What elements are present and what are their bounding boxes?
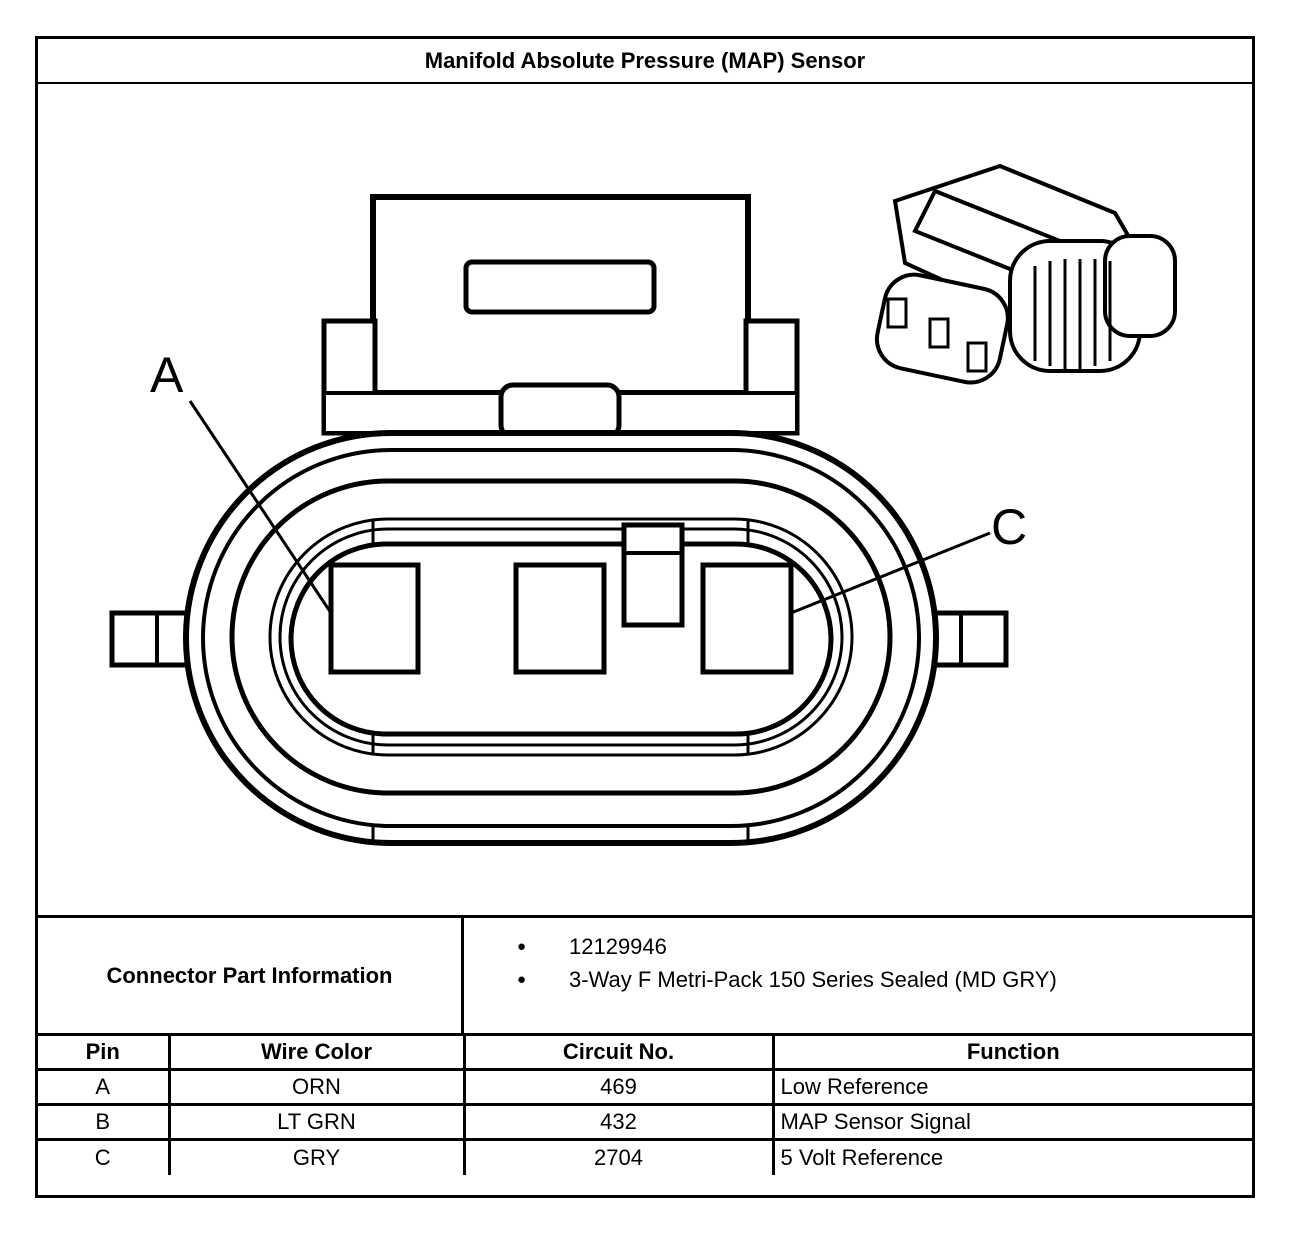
table-row: B LT GRN 432 MAP Sensor Signal	[38, 1103, 1252, 1141]
circuit-cell: 469	[462, 1068, 775, 1106]
connector-illustration	[874, 163, 1177, 385]
connector-description: 3-Way F Metri-Pack 150 Series Sealed (MD…	[464, 963, 1252, 996]
connector-part-number: 12129946	[464, 930, 1252, 963]
pin-label-c: C	[991, 499, 1027, 555]
pin-cell: C	[38, 1138, 171, 1175]
pin-cell: A	[38, 1068, 171, 1106]
leader-line-a	[188, 400, 333, 614]
circuit-cell: 2704	[462, 1138, 775, 1175]
connector-info-row: Connector Part Information 12129946 3-Wa…	[38, 915, 1252, 1033]
header-function: Function	[771, 1033, 1252, 1071]
leader-line-c	[790, 531, 991, 615]
latch-housing	[370, 194, 751, 396]
function-cell: 5 Volt Reference	[771, 1138, 1252, 1175]
pin-cavity-b	[513, 562, 607, 675]
pin-cell: B	[38, 1103, 171, 1141]
wire-color-cell: LT GRN	[167, 1103, 466, 1141]
wire-color-cell: ORN	[167, 1068, 466, 1106]
pin-cavity-a	[328, 562, 421, 675]
pin-label-a: A	[150, 347, 184, 403]
header-pin: Pin	[38, 1033, 171, 1071]
pin-cavity-c	[700, 562, 794, 675]
connector-info-label: Connector Part Information	[38, 918, 464, 1033]
connector-diagram: A C	[109, 163, 1177, 846]
table-row: C GRY 2704 5 Volt Reference	[38, 1138, 1252, 1175]
pin-table: Pin Wire Color Circuit No. Function A OR…	[38, 1033, 1252, 1175]
function-cell: MAP Sensor Signal	[771, 1103, 1252, 1141]
latch-tab	[498, 382, 622, 440]
connector-info-list: 12129946 3-Way F Metri-Pack 150 Series S…	[464, 918, 1252, 1045]
table-row: A ORN 469 Low Reference	[38, 1068, 1252, 1106]
header-circuit-no: Circuit No.	[462, 1033, 775, 1071]
latch-window	[463, 259, 657, 315]
key-notch	[621, 522, 685, 628]
wire-color-cell: GRY	[167, 1138, 466, 1175]
header-wire-color: Wire Color	[167, 1033, 466, 1071]
page-title: Manifold Absolute Pressure (MAP) Sensor	[38, 39, 1252, 84]
circuit-cell: 432	[462, 1103, 775, 1141]
table-header-row: Pin Wire Color Circuit No. Function	[38, 1033, 1252, 1071]
function-cell: Low Reference	[771, 1068, 1252, 1106]
diagram-frame: Manifold Absolute Pressure (MAP) Sensor	[35, 36, 1255, 1198]
